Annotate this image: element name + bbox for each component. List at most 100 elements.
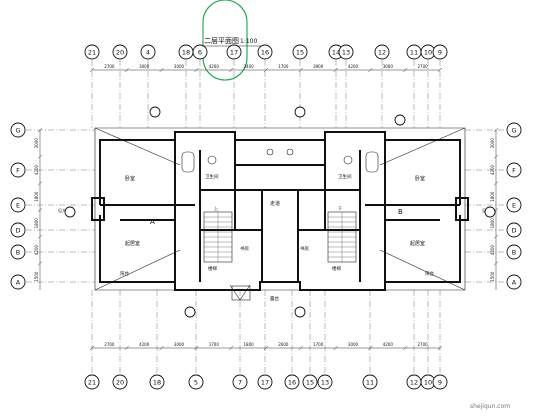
axis-right-4: B — [506, 244, 522, 260]
west-bay — [91, 197, 105, 221]
dim-bottom-tick-4 — [229, 345, 234, 351]
axis-bottom-1-label: 20 — [116, 378, 124, 386]
axis-top-4: 6 — [192, 44, 208, 60]
dim-top-tick-7 — [333, 67, 338, 73]
dim-top-value-9: 2700 — [418, 64, 429, 69]
dim-right-value-2: 1800 — [490, 191, 495, 202]
dim-top-value-8: 3000 — [383, 64, 394, 69]
stair-right — [327, 211, 357, 263]
axis-top-5-label: 17 — [230, 48, 238, 56]
axis-top-11: 11 — [406, 44, 422, 60]
dim-bottom-value-1: 4200 — [139, 342, 150, 347]
dim-top-tick-1 — [124, 67, 129, 73]
axis-bottom-2: 18 — [149, 374, 165, 390]
axis-top-13-circle — [432, 44, 448, 60]
room-bedroom-b: 卧室 — [415, 175, 425, 182]
axis-right-5: A — [506, 274, 522, 290]
axis-left-2-label: E — [16, 201, 20, 209]
axis-right-1: F — [506, 162, 522, 178]
axis-top-0: 21 — [84, 44, 100, 60]
detail-mark-bottom-center — [294, 306, 306, 318]
axis-top-13: 9 — [432, 44, 448, 60]
dim-bottom-value-9: 2700 — [418, 342, 429, 347]
dim-top-tick-3 — [194, 67, 199, 73]
toilet-left — [207, 155, 217, 165]
dim-left-value-4: 4200 — [34, 244, 39, 255]
axis-bottom-3-circle — [188, 374, 204, 390]
axis-left-5: A — [10, 274, 26, 290]
room-balcony-a: 阳台 — [120, 270, 129, 277]
axis-right-0: G — [506, 122, 522, 138]
dim-bottom-value-2: 3000 — [174, 342, 185, 347]
dim-top-tick-4 — [229, 67, 234, 73]
dim-right-tick-2 — [493, 181, 499, 186]
dim-right-tick-0 — [493, 127, 499, 133]
axis-top-2: 4 — [140, 44, 156, 60]
axis-bottom-4-circle — [232, 374, 248, 390]
dim-top-value-4: 2400 — [244, 64, 255, 69]
axis-bottom-0-circle — [84, 374, 100, 390]
axis-bottom-2-circle — [149, 374, 165, 390]
axis-bottom-0-label: 21 — [88, 378, 96, 386]
dim-left-value-1: 4200 — [34, 164, 39, 175]
detail-mark-top-left — [149, 106, 161, 118]
axis-bottom-9: 11 — [362, 374, 378, 390]
dim-left-tick-1 — [37, 154, 43, 159]
dim-left-tick-4 — [37, 234, 43, 239]
axis-top-1-label: 20 — [116, 48, 124, 56]
axis-left-3-label: D — [15, 226, 20, 234]
dim-right-value-0: 3000 — [490, 138, 495, 149]
axis-top-1: 20 — [112, 44, 128, 60]
stair-left — [203, 211, 233, 263]
dim-bottom-value-8: 4200 — [383, 342, 394, 347]
room-bath-b: 卫生间 — [338, 173, 352, 180]
axis-bottom-5: 17 — [257, 374, 273, 390]
dim-right-tick-5 — [493, 261, 499, 266]
dim-top-value-6: 3900 — [313, 64, 324, 69]
axis-right-2-label: E — [512, 201, 516, 209]
axis-bottom-8-label: 13 — [321, 378, 329, 386]
axis-left-2-circle — [10, 197, 26, 213]
dim-bottom-tick-2 — [159, 345, 164, 351]
dim-right-value-4: 4200 — [490, 244, 495, 255]
dim-bottom-value-6: 1700 — [313, 342, 324, 347]
dim-top-tick-2 — [159, 67, 164, 73]
dim-bottom-value-7: 3000 — [348, 342, 359, 347]
detail-mark-top-center — [294, 106, 306, 118]
axis-right-0-label: G — [511, 126, 516, 134]
detail-mark-bottom-left — [184, 306, 196, 318]
axis-left-5-circle — [10, 274, 26, 290]
axis-top-10-label: 12 — [378, 48, 386, 56]
dim-bottom-value-5: 2600 — [278, 342, 289, 347]
axis-left-0: G — [10, 122, 26, 138]
exterior-walls — [91, 131, 469, 291]
dim-bottom-tick-8 — [368, 345, 373, 351]
axis-left-0-circle — [10, 122, 26, 138]
axis-top-0-circle — [84, 44, 100, 60]
section-mark-right — [484, 206, 496, 218]
axis-top-7: 15 — [292, 44, 308, 60]
axis-top-2-label: 4 — [146, 48, 150, 56]
fixtures — [181, 148, 379, 301]
stair-down-label: 下 — [338, 206, 342, 211]
axis-bottom-2-label: 18 — [153, 378, 161, 386]
north-wall — [99, 131, 461, 205]
dim-bottom-value-0: 2700 — [104, 342, 115, 347]
room-bath-a: 卫生间 — [205, 173, 219, 180]
dim-top-value-7: 4200 — [348, 64, 359, 69]
axis-bottom-3: 5 — [188, 374, 204, 390]
bathtub-left — [181, 151, 195, 173]
axis-bottom-12-circle — [432, 374, 448, 390]
axis-bottom-7-label: 15 — [306, 378, 314, 386]
dim-top-tick-0 — [89, 67, 95, 73]
section-markers — [64, 106, 496, 318]
axis-left-4-circle — [10, 244, 26, 260]
axis-right-5-circle — [506, 274, 522, 290]
axis-top-7-label: 15 — [296, 48, 304, 56]
axis-bottom-12: 9 — [432, 374, 448, 390]
axis-bottom-10: 12 — [406, 374, 422, 390]
dim-bottom-tick-1 — [124, 345, 129, 351]
